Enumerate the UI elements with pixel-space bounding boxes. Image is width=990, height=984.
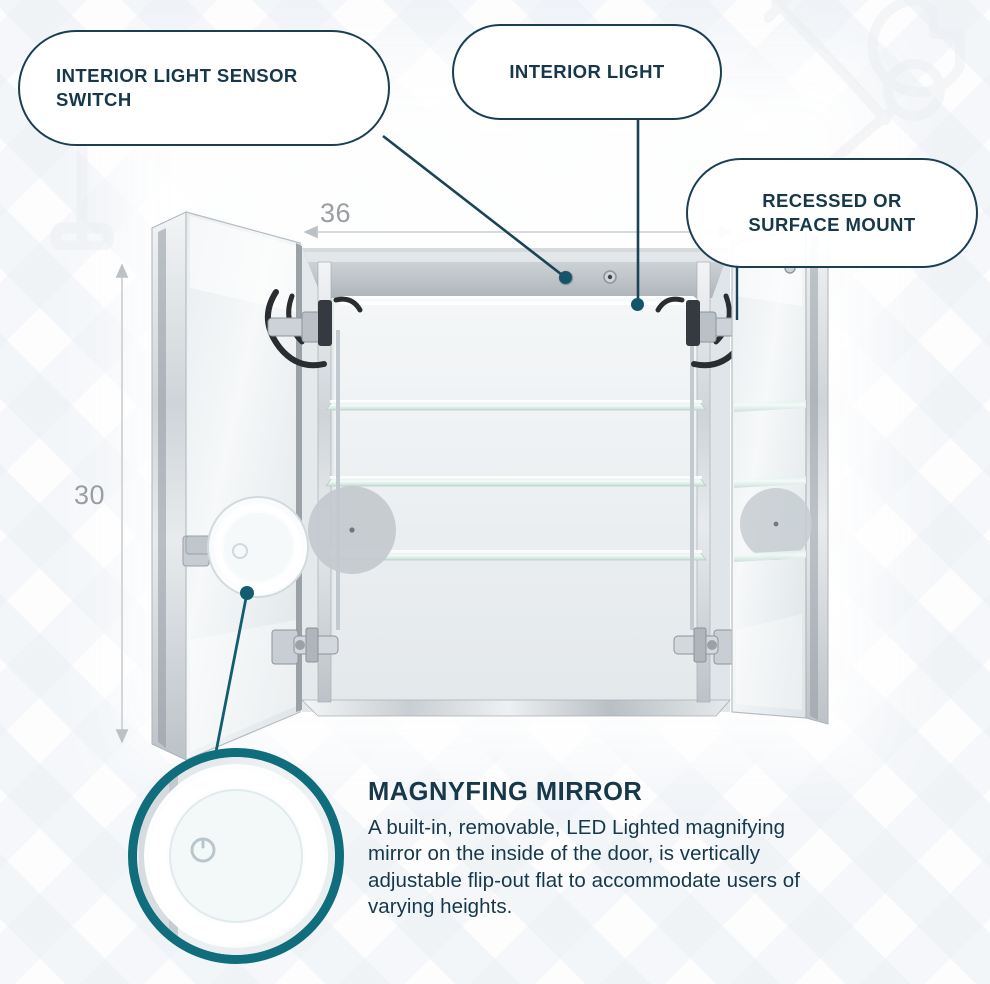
hinge-hardware <box>264 289 754 665</box>
magnifying-mirror-leader-dot <box>240 586 254 600</box>
callout-label: INTERIOR LIGHT <box>509 60 665 82</box>
magnifying-mirror-feature-block: MAGNYFING MIRROR A built-in, removable, … <box>368 778 838 921</box>
glass-shelves <box>325 330 707 630</box>
callout-interior-light[interactable]: INTERIOR LIGHT <box>452 24 722 120</box>
magnifying-mirror-detail-view <box>128 748 344 964</box>
magnifying-mirror-on-door <box>185 486 396 598</box>
feature-title: MAGNYFING MIRROR <box>368 778 643 806</box>
callout-recessed-or-surface-mount[interactable]: RECESSED OR SURFACE MOUNT <box>686 158 978 268</box>
left-door <box>151 211 302 761</box>
callout-label: RECESSED OR SURFACE MOUNT <box>748 189 916 235</box>
magnifying-mirror-detail-image <box>137 757 335 955</box>
height-dimension-label: 30 <box>74 480 106 510</box>
interior-light-leader-dot <box>631 298 644 311</box>
right-door <box>731 227 829 725</box>
callout-label: INTERIOR LIGHT SENSOR SWITCH <box>56 64 298 110</box>
feature-description: A built-in, removable, LED Lighted magni… <box>368 816 800 919</box>
sensor-switch-leader-dot <box>559 271 572 284</box>
callout-interior-light-sensor-switch[interactable]: INTERIOR LIGHT SENSOR SWITCH <box>18 30 390 146</box>
width-dimension-label: 36 <box>320 198 352 228</box>
